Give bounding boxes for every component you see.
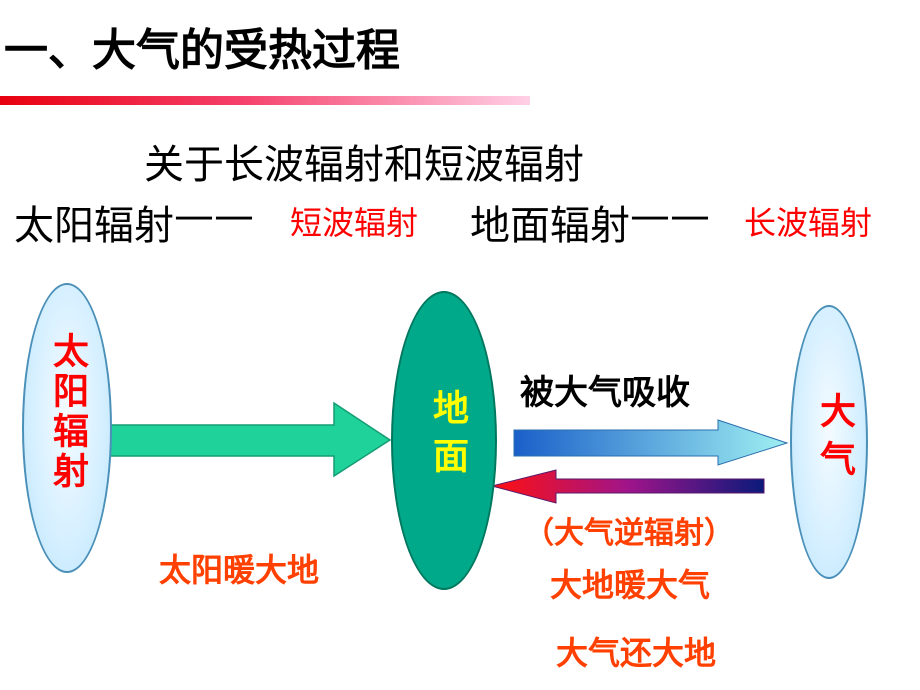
solar-radiation-label: 太阳辐射 bbox=[14, 203, 174, 249]
ground-radiation-label: 地面辐射 bbox=[470, 203, 630, 249]
title-underline bbox=[0, 96, 530, 105]
counter-radiation-label: （大气逆辐射） bbox=[524, 516, 734, 551]
sun-radiation-node bbox=[22, 283, 112, 573]
ground-radiation-value: 长波辐射 bbox=[744, 204, 873, 242]
ground-label: 地面 bbox=[427, 389, 468, 485]
solar-dash: —— bbox=[174, 193, 254, 239]
subtitle: 关于长波辐射和短波辐射 bbox=[144, 142, 584, 188]
atmosphere-label: 大气 bbox=[814, 392, 855, 488]
ground-dash: —— bbox=[630, 193, 710, 239]
absorbed-label: 被大气吸收 bbox=[520, 373, 690, 413]
arrow-atmosphere-to-ground bbox=[491, 469, 765, 504]
atmosphere-node bbox=[790, 305, 868, 579]
ground-warms-air-label: 大地暖大气 bbox=[550, 566, 711, 604]
solar-radiation-value: 短波辐射 bbox=[290, 204, 419, 242]
arrow-sun-to-ground bbox=[103, 401, 392, 478]
sun-warms-ground-label: 太阳暖大地 bbox=[159, 551, 320, 589]
arrow-ground-to-atmosphere bbox=[513, 419, 789, 466]
sun-radiation-label: 太阳辐射 bbox=[47, 332, 88, 492]
page-title: 一、大气的受热过程 bbox=[4, 25, 400, 76]
ground-node bbox=[391, 291, 497, 590]
air-returns-ground-label: 大气还大地 bbox=[556, 634, 717, 672]
